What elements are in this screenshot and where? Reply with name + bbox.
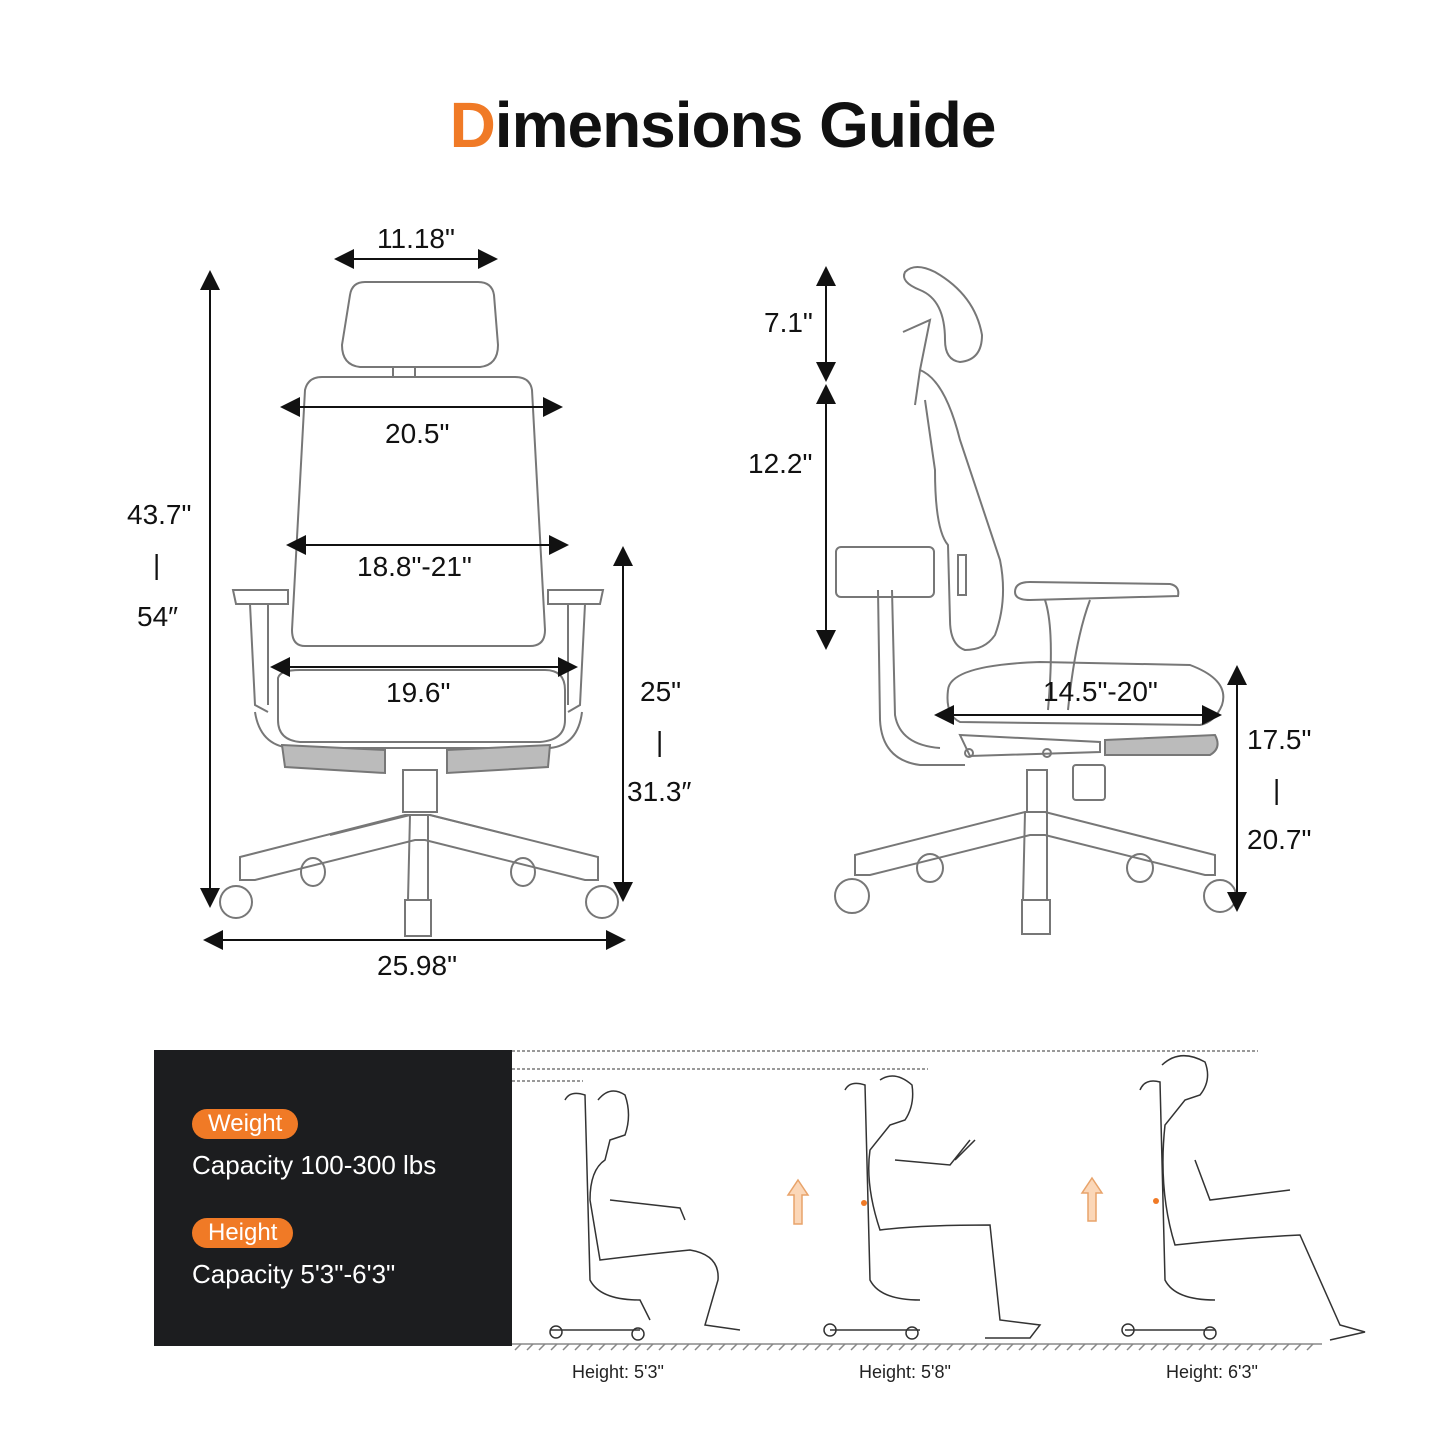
capacity-panel: Weight Capacity 100-300 lbs Height Capac… [154,1050,512,1346]
headrest-width-label: 11.18" [377,223,455,254]
up-arrow-icon-1 [786,1178,810,1225]
title-accent-letter: D [449,89,496,161]
overall-height-separator: | [153,549,161,580]
armrest-height-max-label: 31.3″ [627,776,692,807]
weight-capacity-text: Capacity 100-300 lbs [192,1150,437,1180]
user-height-caption-3: Height: 6'3" [1166,1362,1258,1382]
seated-figure-1 [549,1090,741,1341]
backrest-width-label: 20.5" [385,418,450,449]
backrest-range-label: 18.8"-21" [357,551,472,582]
user-height-caption-1: Height: 5'3" [572,1362,664,1382]
lumbar-dot-1 [861,1200,867,1206]
height-capacity-text: Capacity 5'3"-6'3" [192,1259,396,1289]
page-title: Dimensions Guide [0,88,1445,162]
seat-height-max-label: 20.7" [1247,824,1312,855]
armrest-height-separator: | [656,726,664,757]
seat-height-min-label: 17.5" [1247,724,1312,755]
seat-depth-label: 14.5"-20" [1043,676,1158,707]
front-dimension-lines [200,249,633,950]
height-reference-lines [512,1050,1258,1082]
title-text: imensions Guide [494,89,997,161]
overall-height-max-label: 54″ [137,601,179,632]
user-height-caption-2: Height: 5'8" [859,1362,951,1382]
seat-height-separator: | [1273,774,1281,805]
armrest-height-min-label: 25" [640,676,682,707]
seated-figure-2 [823,1075,1042,1340]
front-chair-drawing [219,281,619,937]
side-dimension-lines [816,266,1247,912]
up-arrow-icon-2 [1080,1176,1104,1222]
seated-figure-3 [1121,1055,1366,1341]
headrest-adjust-label: 7.1" [764,307,813,338]
base-width-label: 25.98" [377,950,458,981]
floor-line [512,1343,1322,1351]
height-badge: Height [192,1218,294,1248]
lumbar-dot-2 [1153,1198,1159,1204]
backrest-height-label: 12.2" [748,448,813,479]
seat-width-label: 19.6" [386,677,451,708]
overall-height-min-label: 43.7" [127,499,192,530]
side-chair-drawing [834,266,1237,935]
weight-badge: Weight [192,1109,299,1139]
